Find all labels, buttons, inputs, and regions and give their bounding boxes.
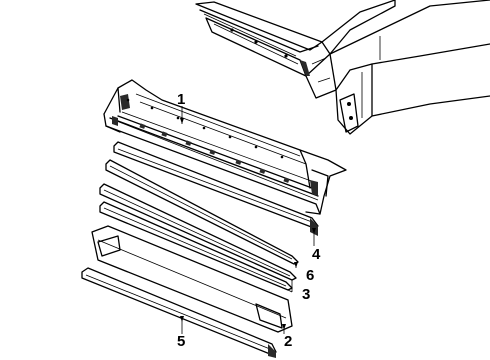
lamp-reflector-panel: [91, 225, 293, 333]
callout-2: 2: [284, 333, 292, 350]
callout-5: 5: [177, 333, 185, 350]
leader-lines: [180, 106, 316, 334]
bottom-moulding-strip: [81, 267, 277, 358]
callout-6: 6: [306, 267, 314, 284]
vehicle-body-section: [195, 0, 490, 135]
rear-panel-housing: [103, 79, 347, 215]
upper-moulding-strip: [113, 141, 319, 236]
callout-4: 4: [312, 246, 321, 263]
callout-3: 3: [302, 286, 310, 303]
callout-1: 1: [177, 91, 185, 108]
housing-clips: [139, 123, 290, 183]
